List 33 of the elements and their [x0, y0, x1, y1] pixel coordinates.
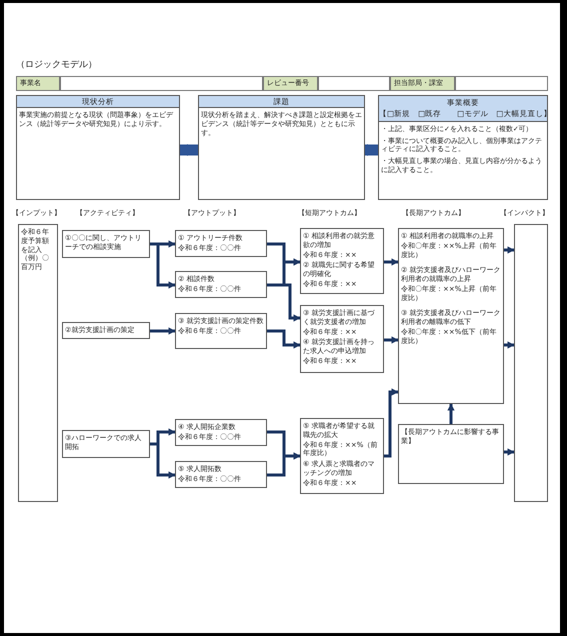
arrow: [447, 403, 455, 424]
arrow: [504, 341, 515, 349]
empty-box: [514, 224, 548, 502]
process-box: [175, 461, 267, 488]
process-box: [62, 230, 150, 258]
process-box: [198, 95, 365, 200]
arrow: [504, 246, 515, 254]
arrow: [504, 448, 515, 456]
process-box: [175, 271, 267, 298]
arrow: [384, 336, 399, 344]
arrow: [150, 242, 176, 289]
arrow: [150, 327, 176, 335]
arrow: [267, 452, 301, 476]
diagram-title: （ロジックモデル）: [16, 59, 97, 71]
process-box: [18, 224, 58, 502]
arrow: [384, 258, 399, 266]
process-box: [62, 430, 150, 458]
process-box: [300, 305, 384, 373]
block-arrow: [180, 144, 200, 156]
block-arrow: [365, 144, 380, 156]
arrow: [267, 330, 301, 349]
process-box: [175, 313, 267, 349]
process-box: [300, 418, 384, 494]
arrow: [384, 388, 399, 458]
process-box: [398, 228, 504, 404]
process-box: [300, 228, 384, 294]
process-box: [175, 230, 267, 257]
arrow: [150, 442, 176, 479]
process-box: [175, 419, 267, 446]
process-box: [16, 95, 180, 200]
process-box: [62, 322, 150, 339]
process-box: [398, 424, 504, 484]
process-box: [378, 95, 548, 200]
